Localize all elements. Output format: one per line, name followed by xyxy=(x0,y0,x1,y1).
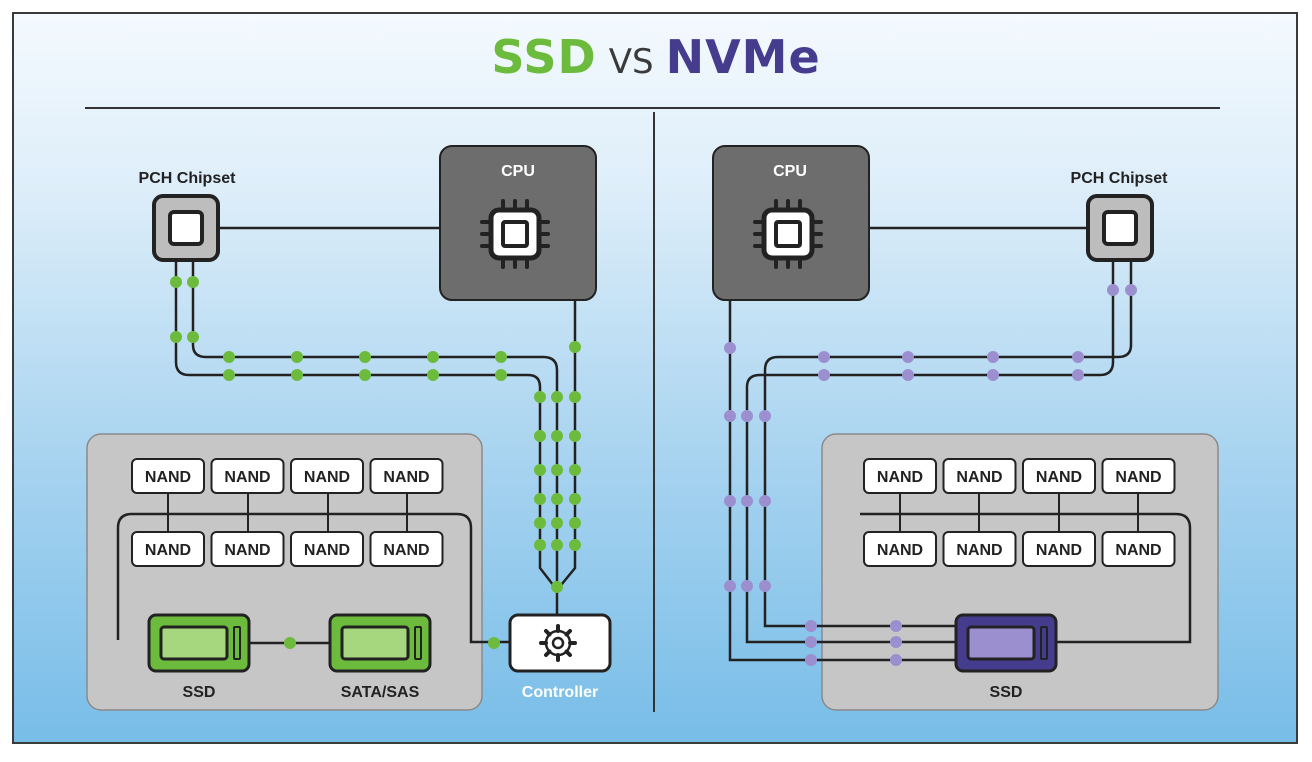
left-nand-chip xyxy=(369,531,444,567)
left-bus-lines xyxy=(116,258,577,645)
right-nand-label: NAND xyxy=(1036,542,1082,559)
right-cpu-chip-icon xyxy=(755,201,821,267)
right-nand-chip xyxy=(942,531,1017,567)
left-panel: PCH Chipset CPU xyxy=(86,145,612,711)
left-nand-label: NAND xyxy=(145,542,191,559)
right-nand-label: NAND xyxy=(1036,469,1082,486)
right-cpu-label: CPU xyxy=(773,163,807,180)
right-nand-chip xyxy=(863,531,937,567)
left-nand-label: NAND xyxy=(304,469,350,486)
right-nand-label: NAND xyxy=(1115,469,1161,486)
right-nand-chip xyxy=(942,458,1017,494)
left-nand-chip xyxy=(210,531,285,567)
left-nand-label: NAND xyxy=(304,542,350,559)
right-nand-label: NAND xyxy=(877,469,923,486)
left-ssd-device xyxy=(147,613,251,673)
left-nand-connectors xyxy=(167,492,408,532)
title-vs: VS xyxy=(608,42,654,82)
left-sata-device xyxy=(328,613,432,673)
left-nand-chip xyxy=(290,531,364,567)
title-nvme: NVMe xyxy=(665,30,821,84)
left-controller-label: Controller xyxy=(522,684,598,701)
left-nand-label: NAND xyxy=(383,542,429,559)
left-nand-label: NAND xyxy=(224,542,270,559)
right-nand-label: NAND xyxy=(956,469,1002,486)
right-pch-label: PCH Chipset xyxy=(1071,170,1169,187)
right-nand-chip xyxy=(1022,531,1096,567)
left-cpu-label: CPU xyxy=(501,163,535,180)
left-nand-chip xyxy=(369,458,444,494)
left-nand-chip xyxy=(290,458,364,494)
right-nand-label: NAND xyxy=(877,542,923,559)
left-nand-label: NAND xyxy=(383,469,429,486)
left-bus-dots xyxy=(170,276,581,649)
left-controller-box xyxy=(508,613,612,673)
left-ssd-label: SSD xyxy=(183,684,216,701)
right-nand-chip xyxy=(1022,458,1096,494)
left-nand-grid: NAND NAND NAND NAND NAND NAND NAND NAND xyxy=(131,458,444,567)
right-nand-label: NAND xyxy=(956,542,1002,559)
left-nand-label: NAND xyxy=(145,469,191,486)
left-sata-label: SATA/SAS xyxy=(341,684,420,701)
title-ssd: SSD xyxy=(491,30,597,84)
left-nand-chip xyxy=(131,458,205,494)
right-nand-chip xyxy=(1101,531,1176,567)
right-nand-chip xyxy=(863,458,937,494)
left-pch-label: PCH Chipset xyxy=(139,170,237,187)
right-pch-chipset xyxy=(1086,194,1154,262)
gear-icon xyxy=(539,624,577,662)
left-nand-label: NAND xyxy=(224,469,270,486)
right-nand-label: NAND xyxy=(1115,542,1161,559)
right-nand-grid: NAND NAND NAND NAND NAND NAND NAND NAND xyxy=(863,458,1176,567)
left-cpu-chip-icon xyxy=(482,201,548,267)
left-nand-chip xyxy=(131,531,205,567)
right-bus-dots xyxy=(724,284,1137,666)
right-ssd-label: SSD xyxy=(990,684,1023,701)
right-nand-connectors xyxy=(899,492,1139,532)
right-nand-chip xyxy=(1101,458,1176,494)
left-pch-chipset xyxy=(152,194,220,262)
right-ssd-device xyxy=(954,613,1058,673)
left-nand-chip xyxy=(210,458,285,494)
